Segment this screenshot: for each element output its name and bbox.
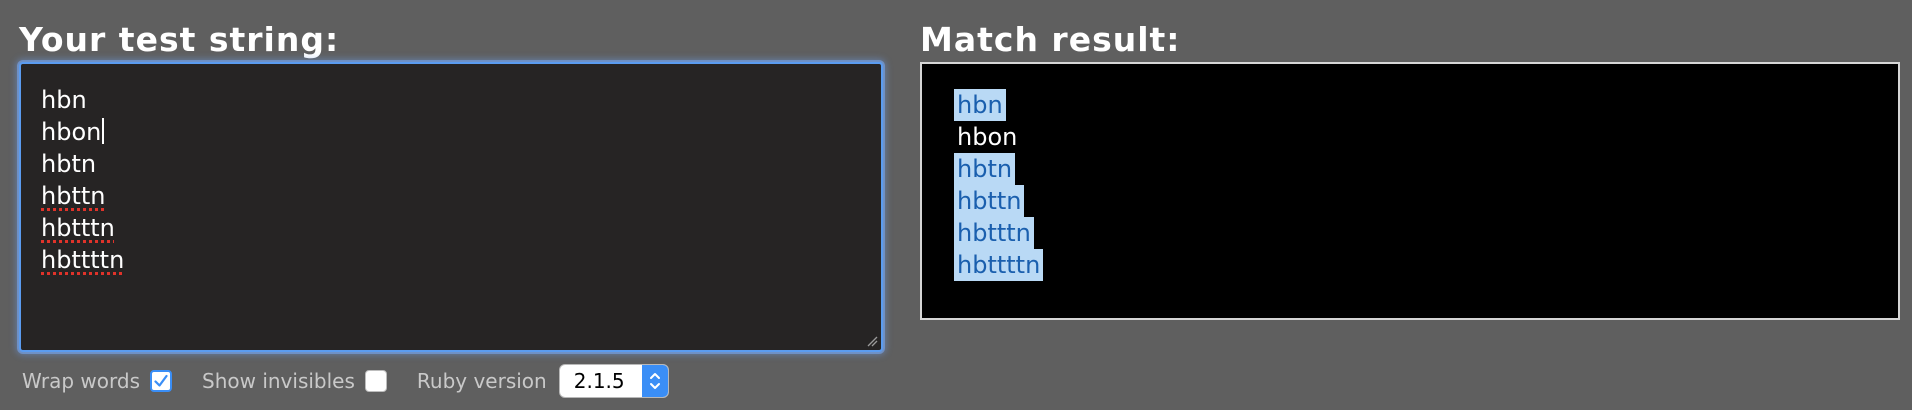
- options-bar: Wrap words Show invisibles Ruby version …: [22, 364, 669, 398]
- unmatched-text: hbon: [957, 123, 1018, 151]
- matched-text: hbttn: [954, 185, 1025, 217]
- test-line: hbtn: [41, 150, 97, 178]
- resize-grip-icon[interactable]: [866, 335, 878, 347]
- wrap-words-label: Wrap words: [22, 369, 140, 393]
- matched-text: hbtttn: [954, 217, 1034, 249]
- test-line: hbon: [41, 116, 124, 148]
- match-result-heading: Match result:: [920, 20, 1181, 59]
- ruby-version-select[interactable]: 2.1.5: [558, 364, 669, 398]
- ruby-version-label: Ruby version: [416, 369, 547, 393]
- match-result-line: hbttttn: [954, 249, 1044, 281]
- matched-text: hbttttn: [954, 249, 1044, 281]
- test-line: hbttttn: [41, 246, 125, 274]
- test-string-textarea[interactable]: hbn hbon hbtn hbttn hbtttn hbttttn: [19, 62, 883, 352]
- match-result-line: hbtn: [954, 153, 1043, 185]
- show-invisibles-label: Show invisibles: [202, 369, 355, 393]
- wrap-words-checkbox[interactable]: [150, 370, 172, 392]
- match-result-line: hbttn: [954, 185, 1043, 217]
- checkmark-icon: [154, 374, 168, 387]
- text-caret: [102, 118, 105, 144]
- matched-text: hbn: [954, 89, 1006, 121]
- test-line: hbtttn: [41, 214, 115, 242]
- test-line: hbttn: [41, 182, 106, 210]
- match-result-line: hbon: [954, 121, 1043, 153]
- test-string-heading: Your test string:: [19, 20, 340, 59]
- matched-text: hbtn: [954, 153, 1016, 185]
- match-result-line: hbn: [954, 89, 1043, 121]
- match-result-line: hbtttn: [954, 217, 1043, 249]
- chevron-up-down-icon: [641, 365, 668, 397]
- show-invisibles-checkbox[interactable]: [364, 370, 387, 392]
- ruby-version-value: 2.1.5: [573, 369, 625, 393]
- test-line: hbn: [41, 86, 87, 114]
- test-string-lines: hbn hbon hbtn hbttn hbtttn hbttttn: [41, 84, 124, 276]
